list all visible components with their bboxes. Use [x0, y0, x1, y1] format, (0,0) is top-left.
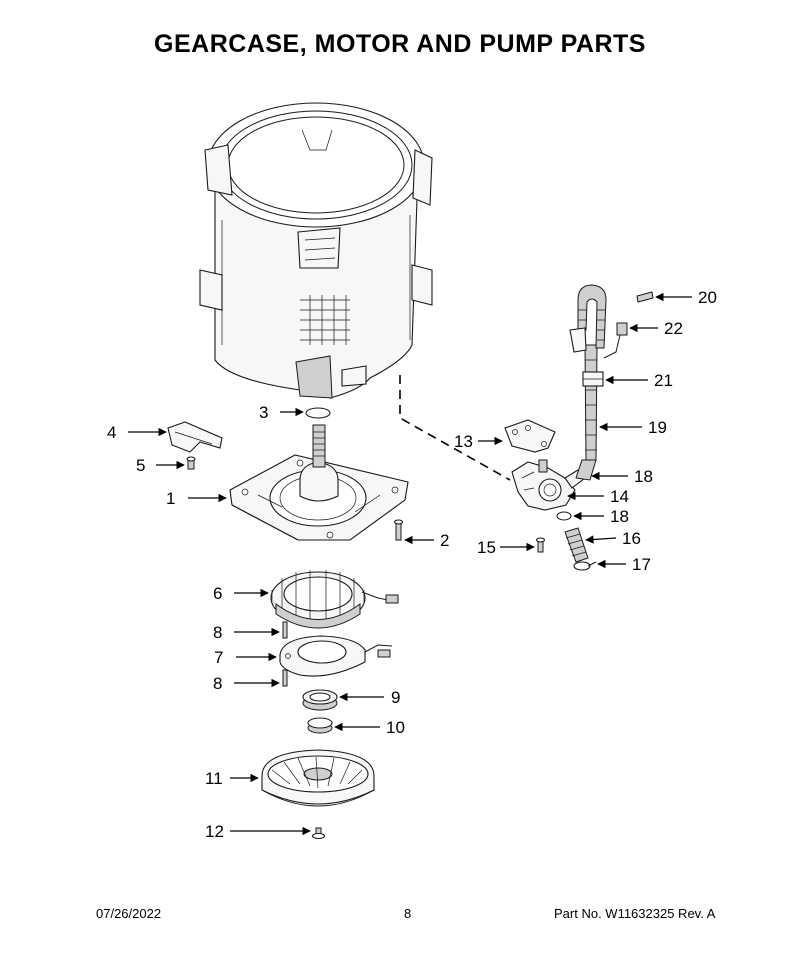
dashed-connection-line: [399, 375, 511, 481]
bolt-12-part: [311, 827, 326, 840]
callout-8a: 8: [213, 623, 222, 642]
screw-2-part: [393, 519, 404, 541]
screw-15-part: [535, 537, 546, 553]
drain-hose-16-part: [564, 527, 589, 563]
callout-8b: 8: [213, 674, 222, 693]
callout-17: 17: [632, 555, 651, 574]
callout-15: 15: [477, 538, 496, 557]
hose-top-assembly: [569, 284, 607, 353]
stator-part: [270, 570, 399, 629]
clamp-17-part: [573, 561, 597, 571]
callout-labels: 1 2 3 4 5 6 7 8 8 9 10 11 12 13 14 15 16…: [107, 288, 717, 841]
callout-10: 10: [386, 718, 405, 737]
callout-5: 5: [136, 456, 145, 475]
callout-2: 2: [440, 531, 449, 550]
rotor-part: [261, 749, 375, 807]
screw-20-part: [636, 291, 654, 303]
housing-7-part: [279, 635, 393, 677]
callout-4: 4: [107, 423, 116, 442]
clamp-18b-part: [556, 511, 572, 521]
callout-9: 9: [391, 688, 400, 707]
callout-19: 19: [648, 418, 667, 437]
seal-ring-part: [305, 407, 331, 419]
bracket-part: [167, 421, 223, 453]
callout-20: 20: [698, 288, 717, 307]
callout-12: 12: [205, 822, 224, 841]
leader-lines: [128, 292, 692, 836]
callout-1: 1: [166, 489, 175, 508]
pump-part: [511, 459, 586, 511]
callout-14: 14: [610, 487, 629, 506]
callout-21: 21: [654, 371, 673, 390]
page-title: GEARCASE, MOTOR AND PUMP PARTS: [154, 30, 646, 58]
callout-11: 11: [205, 769, 223, 788]
gearcase-part: [229, 424, 409, 541]
bearing-part: [302, 689, 338, 711]
fitting-22-part: [603, 322, 628, 359]
outer-tub: [199, 102, 433, 399]
callout-18b: 18: [610, 507, 629, 526]
bolt-8a-part: [282, 621, 288, 639]
clip-21-part: [582, 371, 604, 387]
callout-16: 16: [622, 529, 641, 548]
ring-10-part: [307, 717, 333, 734]
callout-13: 13: [454, 432, 473, 451]
bolt-8b-part: [282, 669, 288, 687]
footer-page-number: 8: [404, 906, 412, 921]
gasket-plate-part: [504, 419, 556, 453]
screw-5-part: [186, 456, 196, 470]
callout-6: 6: [213, 584, 222, 603]
callout-22: 22: [664, 319, 683, 338]
callout-18a: 18: [634, 467, 653, 486]
callout-3: 3: [259, 403, 268, 422]
footer-part-number: Part No. W11632325 Rev. A: [554, 906, 716, 921]
footer-date: 07/26/2022: [96, 906, 162, 921]
hose-19-part: [575, 344, 598, 481]
callout-7: 7: [214, 648, 223, 667]
